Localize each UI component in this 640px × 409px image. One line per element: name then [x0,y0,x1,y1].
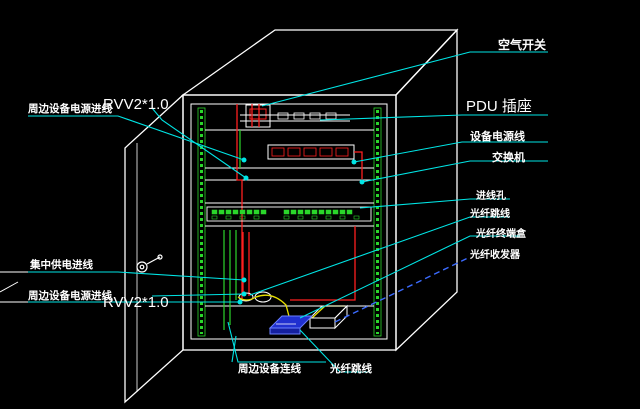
label-air-switch: 空气开关 [498,37,546,52]
label-rvv-bottom: RVV2*1.0 [103,294,169,311]
label-cable-hole: 进线孔 [476,189,506,202]
label-equipment-power-cable: 设备电源线 [470,129,525,143]
cabinet-outline [124,28,459,404]
transceiver-dashed-leader [334,256,471,323]
label-peripheral-cable: 周边设备连线 [238,362,301,375]
label-rvv-top: RVV2*1.0 [103,96,169,113]
label-switch: 交换机 [492,150,525,164]
power-cables-green [223,130,241,330]
door-handle-icon [136,254,163,273]
air-switch-unit [240,104,350,128]
leader-endpoints [237,157,365,305]
label-fiber-cable: 光纤跳线 [329,362,372,375]
fiber-transceiver [268,315,314,335]
label-central-power: 集中供电进线 [29,258,93,271]
label-fiber-transceiver: 光纤收发器 [469,248,521,261]
right-mounting-rail [373,107,382,337]
label-fiber-jumper: 光纤跳线 [469,207,510,220]
label-peripheral-power-top: 周边设备电源进线 [28,102,112,115]
power-cables-red [236,104,363,301]
incoming-feed-lines [0,271,28,303]
fiber-terminal-box [308,304,349,330]
network-switch [206,206,372,222]
leader-lines [28,51,548,373]
label-peripheral-power-bottom: 周边设备电源进线 [28,289,112,302]
pdu-socket-strip [267,144,355,160]
label-pdu: PDU 插座 [466,98,532,115]
label-fiber-terminal-box: 光纤终端盒 [475,227,527,240]
